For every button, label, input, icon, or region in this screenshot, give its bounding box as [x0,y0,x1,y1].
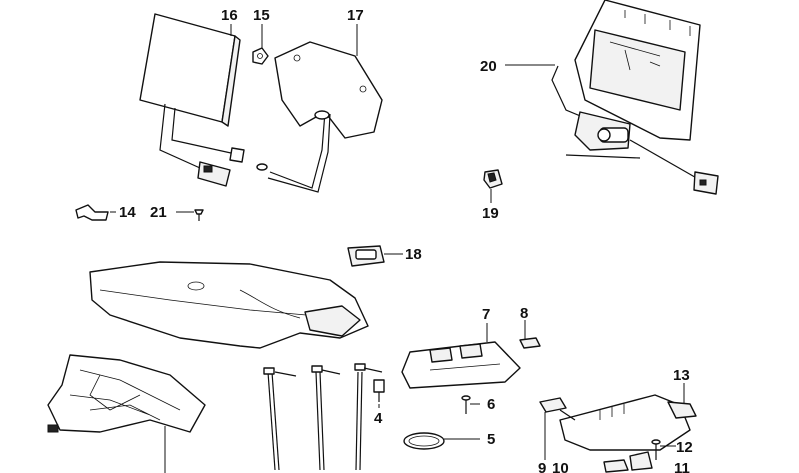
callout-18: 18 [405,246,422,263]
leader-lines [110,24,685,460]
callout-20: 20 [480,58,497,75]
callout-6: 6 [487,396,495,413]
sensor-cables [263,363,383,471]
callout-21: 21 [150,204,167,221]
seat-heating-mat-lower [47,354,206,473]
part-6-screw [461,395,471,414]
part-12-screw [651,439,661,460]
callout-9: 9 [538,460,546,473]
callout-14: 14 [119,204,136,221]
part-21-screw [194,209,204,221]
callout-7: 7 [482,306,490,323]
part-7-switch-housing [401,341,521,389]
part-15-nut [252,47,269,65]
seat-base-cushion [89,261,369,349]
callout-4: 4 [374,410,383,427]
part-13-switch-trim [539,394,697,451]
part-20-backrest-frame [551,0,719,195]
callout-5: 5 [487,431,495,448]
part-18-switch [347,245,385,267]
part-19-clip [483,169,503,189]
part-4-clip [373,379,385,402]
callout-17: 17 [347,7,364,24]
callout-16: 16 [221,7,238,24]
part-8-pad [519,337,541,349]
part-17-heating-mat [256,41,383,193]
part-10-11-clips [603,451,653,473]
callout-12: 12 [676,439,693,456]
callout-11: 11 [674,460,690,473]
part-5-ring [403,432,445,450]
callout-13: 13 [673,367,690,384]
part-14-bracket [75,204,109,221]
callout-10: 10 [552,460,569,473]
callout-8: 8 [520,305,528,322]
callout-numbers: 16 15 17 20 14 21 19 18 7 8 6 4 5 13 12 … [119,7,693,473]
callout-15: 15 [253,7,270,24]
part-16-control-unit [139,13,245,187]
callout-19: 19 [482,205,499,222]
